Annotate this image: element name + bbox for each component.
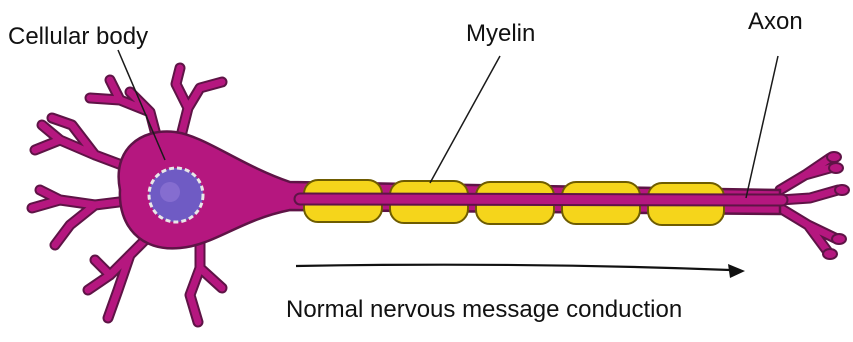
axon-core [300,199,782,200]
arrow-head-icon [728,264,745,278]
nucleus-inner [160,182,180,202]
myelin-label: Myelin [466,20,535,47]
conduction-arrow [296,264,745,278]
conduction-label: Normal nervous message conduction [286,296,682,323]
axon-leader [746,56,778,198]
cell-body-label: Cellular body [8,23,148,50]
myelin-leader [430,56,500,183]
axon-label: Axon [748,8,803,35]
